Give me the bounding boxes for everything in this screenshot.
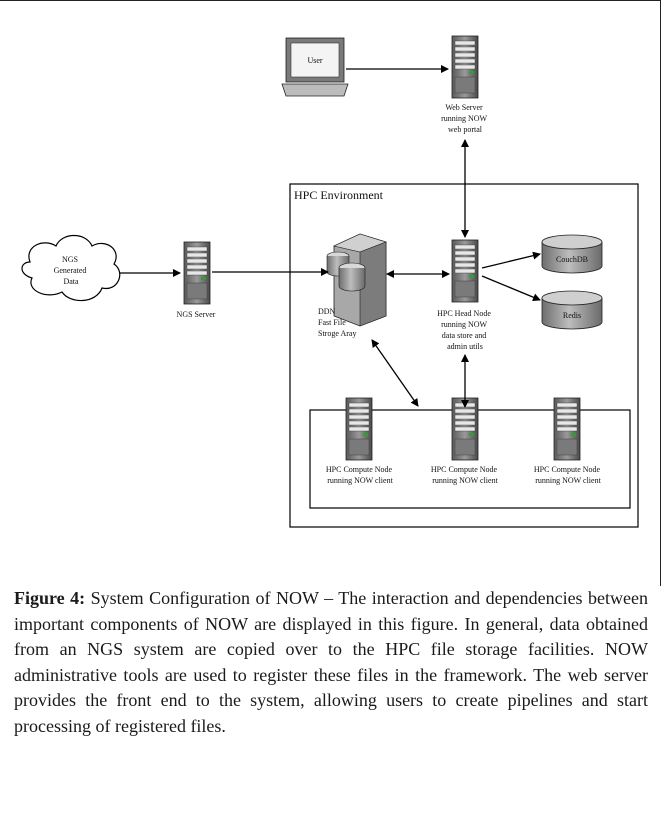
- ddn-storage-icon: [326, 233, 387, 327]
- ngs-data-cloud-icon: [21, 234, 121, 302]
- user-label: User: [307, 56, 322, 65]
- ddn-storage-label: DDN Fast File Stroge Aray: [318, 307, 356, 338]
- ngs-cloud-label: NGS Generated Data: [54, 255, 89, 286]
- compute-node-1-icon: [345, 397, 373, 461]
- web-server-label: Web Server running NOW web portal: [441, 103, 489, 134]
- couchdb-label: CouchDB: [556, 255, 588, 264]
- compute-node-3-icon: [553, 397, 581, 461]
- caption-text: System Configuration of NOW – The intera…: [14, 588, 648, 736]
- user-workstation-icon: [281, 37, 349, 97]
- hpc-head-node-label: HPC Head Node running NOW data store and…: [437, 309, 493, 351]
- head-to-couchdb-arrow: [481, 251, 541, 269]
- compute-node-3-label: HPC Compute Node running NOW client: [534, 465, 602, 485]
- redis-label: Redis: [563, 311, 581, 320]
- redis-icon: [541, 290, 603, 330]
- hpc-head-node-icon: [451, 239, 479, 303]
- hpc-environment-label: HPC Environment: [294, 188, 384, 202]
- compute-node-1-label: HPC Compute Node running NOW client: [326, 465, 394, 485]
- figure-caption: Figure 4: System Configuration of NOW – …: [14, 586, 648, 739]
- system-diagram: HPC Environment User Web Server running …: [21, 35, 639, 528]
- ngs-server-label: NGS Server: [177, 310, 216, 319]
- compute-node-2-icon: [451, 397, 479, 461]
- ddn-compute-arrow: [371, 339, 419, 407]
- couchdb-icon: [541, 234, 603, 274]
- figure-frame: [0, 0, 661, 586]
- ngs-server-icon: [183, 241, 211, 305]
- web-server-icon: [451, 35, 479, 99]
- figure-label: Figure 4:: [14, 588, 86, 608]
- head-to-redis-arrow: [481, 275, 541, 302]
- compute-node-2-label: HPC Compute Node running NOW client: [431, 465, 499, 485]
